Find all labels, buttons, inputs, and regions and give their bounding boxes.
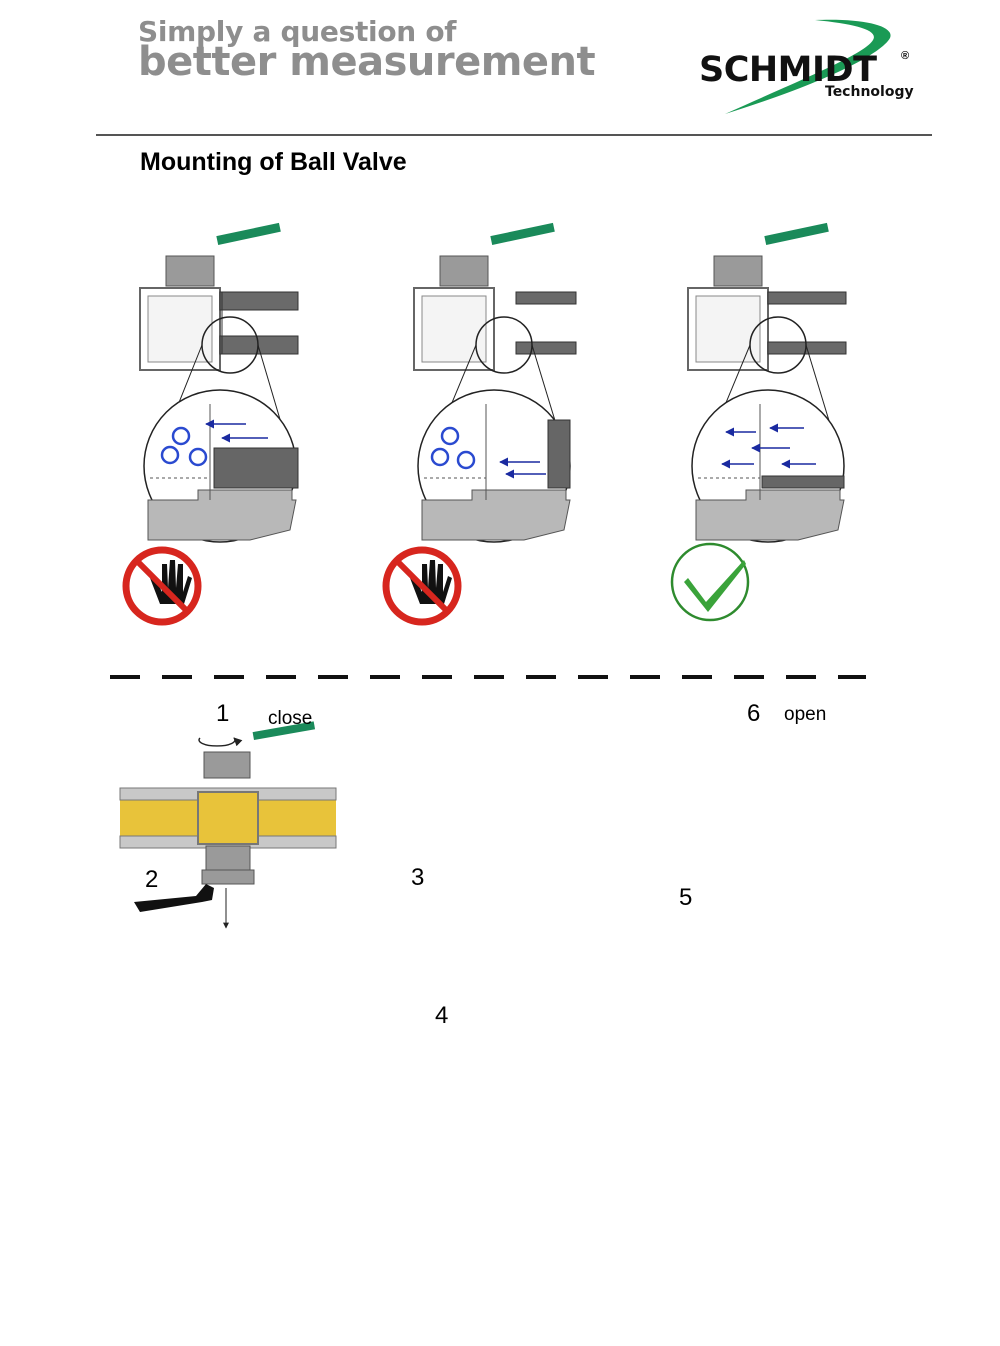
step-1-2-assembly <box>119 721 337 929</box>
step-3-number: 3 <box>411 864 425 891</box>
variant-3-checkmark-icon <box>670 542 750 622</box>
step-1-number: 1 <box>216 700 230 727</box>
step-6-label: open <box>784 704 827 725</box>
variant-2-stop-hand-icon <box>382 546 462 626</box>
step-5-number: 5 <box>679 884 693 911</box>
schmidt-logo: SCHMIDT ® Technology <box>695 16 925 126</box>
tagline-line1: Simply a question of <box>138 15 457 48</box>
page-title: Mounting of Ball Valve <box>140 148 407 176</box>
logo-registered-mark: ® <box>901 50 910 62</box>
variant-1-stop-hand-icon <box>122 546 202 626</box>
step-1-label: close <box>268 708 313 729</box>
step-2-number: 2 <box>145 866 159 893</box>
step-4-number: 4 <box>435 1002 449 1029</box>
tagline-line2: better measurement <box>138 39 596 85</box>
header-divider <box>96 134 932 136</box>
logo-wordmark: SCHMIDT <box>699 50 877 90</box>
variant-3-valve-detail <box>687 222 847 543</box>
tagline: Simply a question of better measurement <box>138 15 596 85</box>
logo-subtitle: Technology <box>825 84 914 100</box>
variant-2-valve-detail <box>413 222 577 543</box>
logo-swoosh-icon <box>725 19 891 115</box>
step-6-number: 6 <box>747 700 761 727</box>
variant-1-valve-detail <box>139 222 299 543</box>
